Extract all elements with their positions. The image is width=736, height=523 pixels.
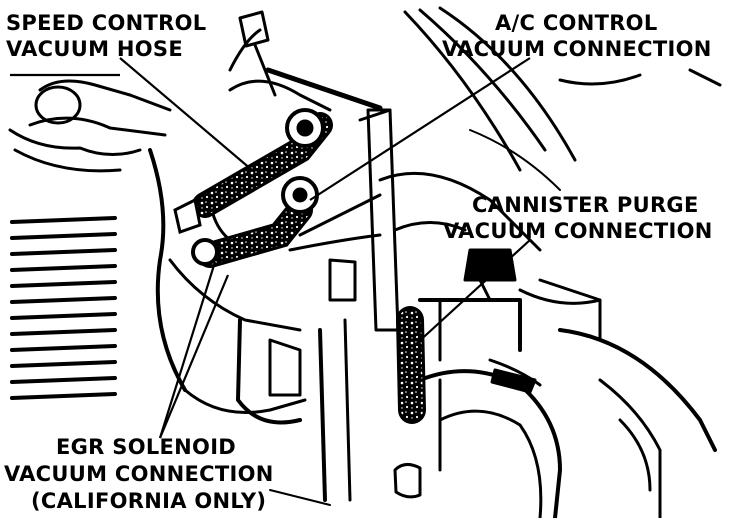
engine-artwork — [8, 6, 722, 520]
callout-speed-control: SPEED CONTROL VACUUM HOSE — [6, 11, 206, 61]
leader-lines — [10, 57, 531, 439]
ac-control-label-line1: A/C CONTROL — [495, 11, 658, 35]
egr-solenoid-label-line3: (CALIFORNIA ONLY) — [31, 489, 266, 513]
ac-control-label-line2: VACUUM CONNECTION — [442, 37, 712, 61]
egr-solenoid-leader-2 — [158, 261, 217, 439]
egr-solenoid-leader-1 — [158, 274, 230, 439]
speed-control-label-line1: SPEED CONTROL — [6, 11, 206, 35]
callout-ac-control: A/C CONTROL VACUUM CONNECTION — [442, 11, 712, 61]
callout-cannister-purge: CANNISTER PURGE VACUUM CONNECTION — [443, 193, 713, 243]
egr-solenoid-label-line1: EGR SOLENOID — [56, 435, 236, 459]
cannister-purge-leader — [414, 239, 531, 346]
vent-grille — [10, 216, 117, 400]
egr-solenoid-label-line2: VACUUM CONNECTION — [4, 462, 274, 486]
cannister-purge-label-line2: VACUUM CONNECTION — [443, 219, 713, 243]
speed-control-label-line2: VACUUM HOSE — [6, 37, 183, 61]
speed-control-leader — [119, 57, 253, 171]
ac-control-leader — [309, 57, 531, 201]
callout-egr-solenoid: EGR SOLENOID VACUUM CONNECTION (CALIFORN… — [4, 435, 274, 513]
cannister-purge-label-line1: CANNISTER PURGE — [472, 193, 699, 217]
vacuum-hoses — [173, 108, 426, 424]
